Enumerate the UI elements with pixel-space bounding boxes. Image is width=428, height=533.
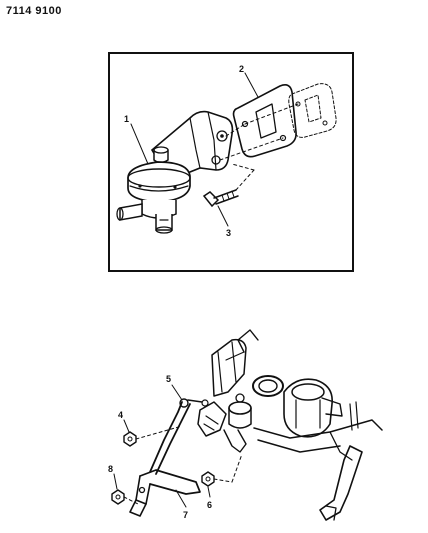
callout-leader-7 (175, 489, 187, 508)
callout-leader-8 (113, 473, 118, 490)
callout-4: 4 (118, 410, 123, 420)
callout-8: 8 (108, 464, 113, 474)
gasket-ghost-outline (288, 83, 337, 138)
catalog-number: 7114 9100 (6, 5, 62, 17)
callout-3: 3 (226, 228, 231, 238)
callout-7: 7 (183, 510, 188, 520)
bolt-drawing (202, 189, 239, 208)
callout-leader-6 (207, 486, 211, 498)
callout-5: 5 (166, 374, 171, 384)
top-view: 1 2 3 (108, 52, 354, 272)
engine-assembly-drawing (197, 329, 383, 521)
callout-1: 1 (124, 114, 129, 124)
lever-drawing (129, 469, 201, 517)
callout-leader-5 (171, 384, 183, 401)
callout-leader-3 (217, 205, 229, 227)
callout-leader-2 (244, 72, 259, 98)
callout-6: 6 (207, 500, 212, 510)
bottom-view: 5 4 6 7 8 (108, 329, 383, 521)
callout-leader-1 (130, 123, 149, 165)
callout-leader-4 (123, 419, 130, 433)
bottom-alignment-lines (123, 425, 243, 505)
callout-2: 2 (239, 64, 244, 74)
gasket-drawing (232, 84, 297, 158)
nut-8-drawing (111, 489, 125, 505)
alignment-lines (219, 103, 299, 191)
nut-4-drawing (123, 431, 137, 447)
link-rod-drawing (149, 398, 209, 475)
nut-6-drawing (201, 471, 215, 487)
top-view-frame (108, 52, 354, 272)
fuel-pump-drawing (116, 110, 234, 234)
